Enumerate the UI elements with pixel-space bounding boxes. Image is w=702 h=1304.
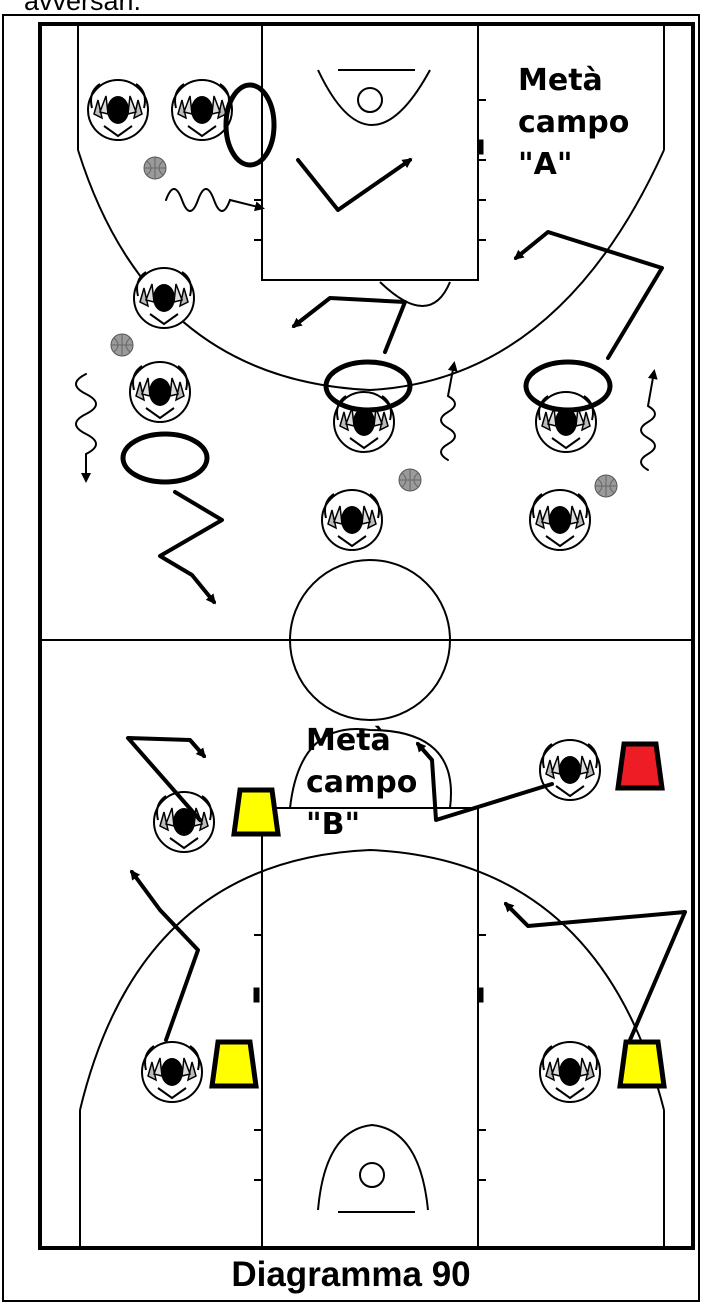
- player-icon: [321, 489, 383, 551]
- ball-icon: [110, 333, 134, 357]
- ball-icon: [594, 474, 618, 498]
- cone-red-icon: [618, 744, 662, 788]
- ball-icon: [398, 468, 422, 492]
- ring-marker: [523, 359, 613, 413]
- player-icon: [129, 361, 191, 423]
- cone-yellow-icon: [620, 1042, 664, 1086]
- cone-yellow-icon: [212, 1042, 256, 1086]
- diagram-caption: Diagramma 90: [231, 1255, 471, 1294]
- ring-marker: [223, 82, 277, 168]
- player-icon: [539, 1041, 601, 1103]
- ball-icon: [143, 156, 167, 180]
- player-icon: [333, 391, 395, 453]
- half-court-b-label: Metà campo "B": [306, 723, 418, 842]
- cone-yellow-icon: [234, 790, 278, 834]
- player-icon: [171, 79, 233, 141]
- player-icon: [87, 79, 149, 141]
- cut-off-top-text: avversari.: [24, 0, 142, 16]
- diagram-frame: [2, 14, 700, 1302]
- player-icon: [529, 489, 591, 551]
- ring-marker: [120, 431, 210, 485]
- player-icon: [539, 739, 601, 801]
- player-icon: [535, 391, 597, 453]
- court-lines: [38, 22, 695, 1250]
- player-icon: [141, 1041, 203, 1103]
- half-court-a-label: Metà campo "A": [518, 63, 630, 182]
- ring-marker: [323, 359, 413, 413]
- player-icon: [133, 267, 195, 329]
